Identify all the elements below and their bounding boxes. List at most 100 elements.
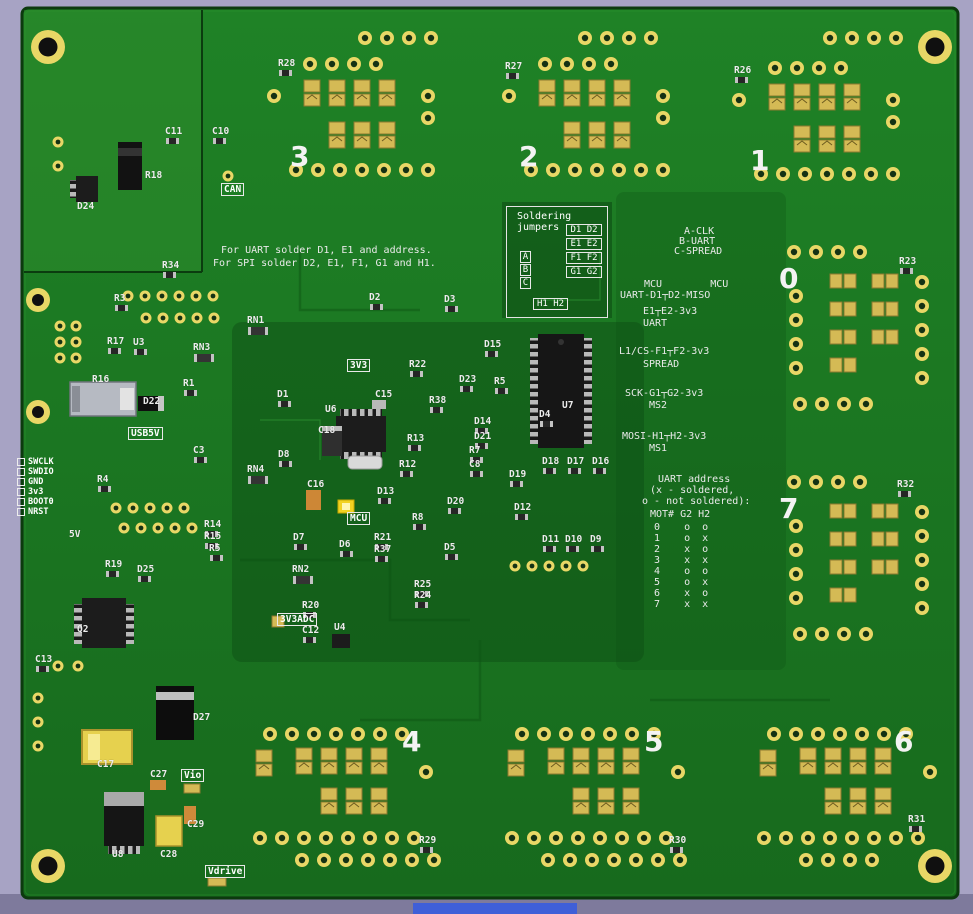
boxed-label-3v3adc: 3V3ADC [277, 613, 318, 626]
refdes-r5: R5 [494, 376, 506, 387]
refdes-r26: R26 [734, 65, 752, 76]
refdes-d3: D3 [444, 294, 456, 305]
smd-component [475, 443, 488, 449]
uart-address-row-1: 1 o x [654, 533, 709, 544]
refdes-d19: D19 [509, 469, 527, 480]
signal-ms2-label: MS2 [649, 400, 668, 411]
smd-component [445, 306, 458, 312]
smd-component [566, 546, 579, 552]
refdes-r22: R22 [409, 359, 427, 370]
refdes-r38: R38 [429, 395, 447, 406]
pad-square-icon [17, 508, 25, 516]
refdes-r15: R15 [204, 531, 222, 542]
refdes-r16: R16 [92, 374, 110, 385]
spi-solder-note: For SPI solder D2, E1, F1, G1 and H1. [213, 258, 436, 269]
smd-component [210, 555, 223, 561]
jumper-box-title: Soldering jumpers [517, 211, 571, 233]
smd-component [279, 461, 292, 467]
section-number-6: 6 [894, 725, 914, 758]
bottom-blue-bar [413, 903, 577, 914]
pad-square-icon [17, 468, 25, 476]
uart-address-row-7: 7 x x [654, 599, 709, 610]
refdes-c17: C17 [97, 759, 115, 770]
refdes-d2: D2 [369, 292, 381, 303]
jumper-group-a: A [520, 251, 531, 263]
smd-component [375, 556, 388, 562]
boxed-label-mcu: MCU [347, 512, 371, 525]
signal-sck: SCK-G1┬G2-3v3 [625, 388, 704, 399]
debug-pin-gnd: GND [17, 477, 54, 487]
refdes-d11: D11 [542, 534, 560, 545]
refdes-d12: D12 [514, 502, 532, 513]
smd-component [670, 847, 683, 853]
crystal [347, 455, 383, 470]
refdes-r1: R1 [183, 378, 195, 389]
refdes-r25: R25 [414, 579, 432, 590]
refdes-d17: D17 [567, 456, 585, 467]
smd-component [205, 531, 218, 537]
smd-component [543, 546, 556, 552]
smd-component [278, 401, 291, 407]
debug-pin-boot0: BOOT0 [17, 497, 54, 507]
vio-pad [183, 783, 201, 794]
uart-solder-note: For UART solder D1, E1 and address. [221, 245, 432, 256]
section-number-7: 7 [779, 492, 799, 525]
refdes-r28: R28 [278, 58, 296, 69]
usb-connector-r16 [69, 381, 137, 417]
refdes-d18: D18 [542, 456, 560, 467]
refdes-d21: D21 [474, 431, 492, 442]
mounting-hole [918, 30, 952, 64]
refdes-rn1: RN1 [247, 315, 265, 326]
smd-component [410, 371, 423, 377]
refdes-r18: R18 [145, 170, 163, 181]
capacitor-c16 [306, 490, 321, 510]
ic-u7 [530, 334, 592, 448]
yellow-led [337, 499, 355, 514]
refdes-c12: C12 [302, 625, 320, 636]
refdes-rn2: RN2 [292, 564, 310, 575]
refdes-c10: C10 [212, 126, 230, 137]
smd-component [506, 73, 519, 79]
signal-spread-label: SPREAD [643, 359, 680, 370]
smd-component [430, 407, 443, 413]
refdes-u6: U6 [325, 404, 337, 415]
debug-pin-label: GND [28, 477, 44, 487]
smd-component [495, 388, 508, 394]
smd-component [460, 386, 473, 392]
refdes-c3: C3 [193, 445, 205, 456]
debug-pin-label: NRST [28, 507, 49, 517]
capacitor-c15 [372, 400, 386, 409]
smd-component [415, 602, 428, 608]
jumper-pair-g1-g2: G1 G2 [566, 266, 602, 278]
smd-component [448, 508, 461, 514]
refdes-5v: 5V [69, 529, 81, 540]
smd-component [293, 576, 313, 584]
refdes-r31: R31 [908, 814, 926, 825]
smd-component [213, 138, 226, 144]
pad-square-icon [17, 498, 25, 506]
refdes-c18: C18 [318, 425, 336, 436]
smd-component [340, 551, 353, 557]
refdes-d7: D7 [293, 532, 305, 543]
signal-uart-miso: UART-D1┬D2-MISO [620, 290, 711, 301]
smd-component [420, 847, 433, 853]
capacitor-c29 [184, 806, 196, 824]
capacitor-c28 [155, 815, 183, 847]
pad-square-icon [17, 488, 25, 496]
debug-pin-label: 3v3 [28, 487, 44, 497]
smd-component [593, 468, 606, 474]
ic-q2 [74, 598, 134, 648]
boxed-label-usb5v: USB5V [128, 427, 163, 440]
signal-ms1-label: MS1 [649, 443, 668, 454]
refdes-r30: R30 [669, 835, 687, 846]
smd-component [415, 591, 428, 597]
smd-component [134, 349, 147, 355]
boxed-label-vdrive: Vdrive [205, 865, 246, 878]
section-number-3: 3 [290, 140, 310, 173]
refdes-c27: C27 [150, 769, 168, 780]
refdes-d22: D22 [143, 396, 161, 407]
uart-address-row-4: 4 o o [654, 566, 709, 577]
uart-address-row-3: 3 x x [654, 555, 709, 566]
refdes-rn4: RN4 [247, 464, 265, 475]
signal-e1-e2: E1┬E2-3v3 [643, 306, 698, 317]
